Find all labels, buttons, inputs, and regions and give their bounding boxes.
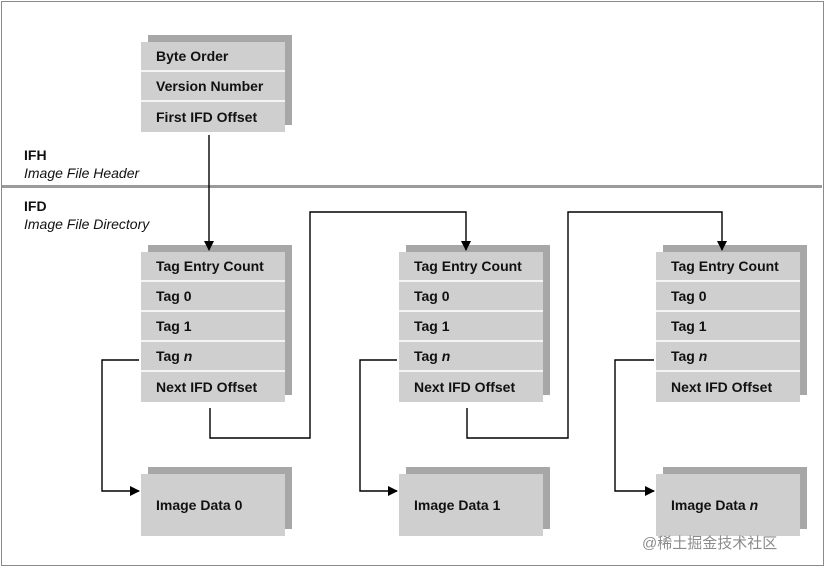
ifd-abbreviation: IFD: [24, 198, 47, 214]
next-ifd-offset-field: Next IFD Offset: [671, 379, 773, 395]
tag-n-field: Tag n: [656, 342, 800, 372]
image-data-label: Image Data: [156, 497, 235, 513]
ifh-abbreviation: IFH: [24, 147, 47, 163]
ifd-box-0: Tag Entry Count Tag 0 Tag 1 Tag n Next I…: [141, 252, 285, 402]
ifh-section-label: IFH Image File Header: [24, 146, 139, 182]
next-ifd-offset-field: Next IFD Offset: [156, 379, 258, 395]
next-ifd-arrow-1-to-n: [466, 211, 727, 439]
watermark-text: @稀土掘金技术社区: [642, 535, 778, 552]
tag-to-image-data-arrow-0: [101, 359, 140, 496]
tag-1-field: Tag 1: [399, 312, 543, 342]
ifh-full-name: Image File Header: [24, 165, 140, 181]
image-file-header-box: Byte Order Version Number First IFD Offs…: [141, 42, 285, 132]
image-data-index: 0: [234, 497, 243, 513]
next-ifd-offset-field: Next IFD Offset: [414, 379, 516, 395]
tag-entry-count-field: Tag Entry Count: [399, 252, 543, 282]
next-ifd-arrow-0-to-1: [209, 211, 471, 439]
byte-order-field: Byte Order: [141, 42, 285, 72]
tag-1-field: Tag 1: [141, 312, 285, 342]
image-data-box-n: Image Data n: [656, 474, 800, 536]
tag-0-field: Tag 0: [399, 282, 543, 312]
tag-n-prefix: Tag: [414, 348, 442, 364]
tag-1-field: Tag 1: [656, 312, 800, 342]
image-data-label: Image Data: [414, 497, 493, 513]
tag-0-field: Tag 0: [141, 282, 285, 312]
tag-0-field: Tag 0: [656, 282, 800, 312]
tag-n-field: Tag n: [141, 342, 285, 372]
tag-n-prefix: Tag: [671, 348, 699, 364]
tag-entry-count-field: Tag Entry Count: [141, 252, 285, 282]
tag-to-image-data-arrow-n: [614, 359, 655, 496]
tag-to-image-data-arrow-1: [359, 359, 398, 496]
first-ifd-offset-field: First IFD Offset: [156, 109, 258, 125]
tag-entry-count-field: Tag Entry Count: [656, 252, 800, 282]
tag-n-variable: n: [441, 348, 451, 364]
image-data-box-0: Image Data 0: [141, 474, 285, 536]
ifd-box-n: Tag Entry Count Tag 0 Tag 1 Tag n Next I…: [656, 252, 800, 402]
tag-n-variable: n: [698, 348, 708, 364]
image-data-index: n: [749, 497, 759, 513]
version-number-field: Version Number: [141, 72, 285, 102]
section-divider: [2, 185, 822, 188]
ifd-full-name: Image File Directory: [24, 216, 150, 232]
ifd-section-label: IFD Image File Directory: [24, 197, 149, 233]
tag-n-prefix: Tag: [156, 348, 184, 364]
image-data-index: 1: [492, 497, 501, 513]
tag-n-field: Tag n: [399, 342, 543, 372]
ifd-box-1: Tag Entry Count Tag 0 Tag 1 Tag n Next I…: [399, 252, 543, 402]
image-data-label: Image Data: [671, 497, 750, 513]
tag-n-variable: n: [183, 348, 193, 364]
image-data-box-1: Image Data 1: [399, 474, 543, 536]
